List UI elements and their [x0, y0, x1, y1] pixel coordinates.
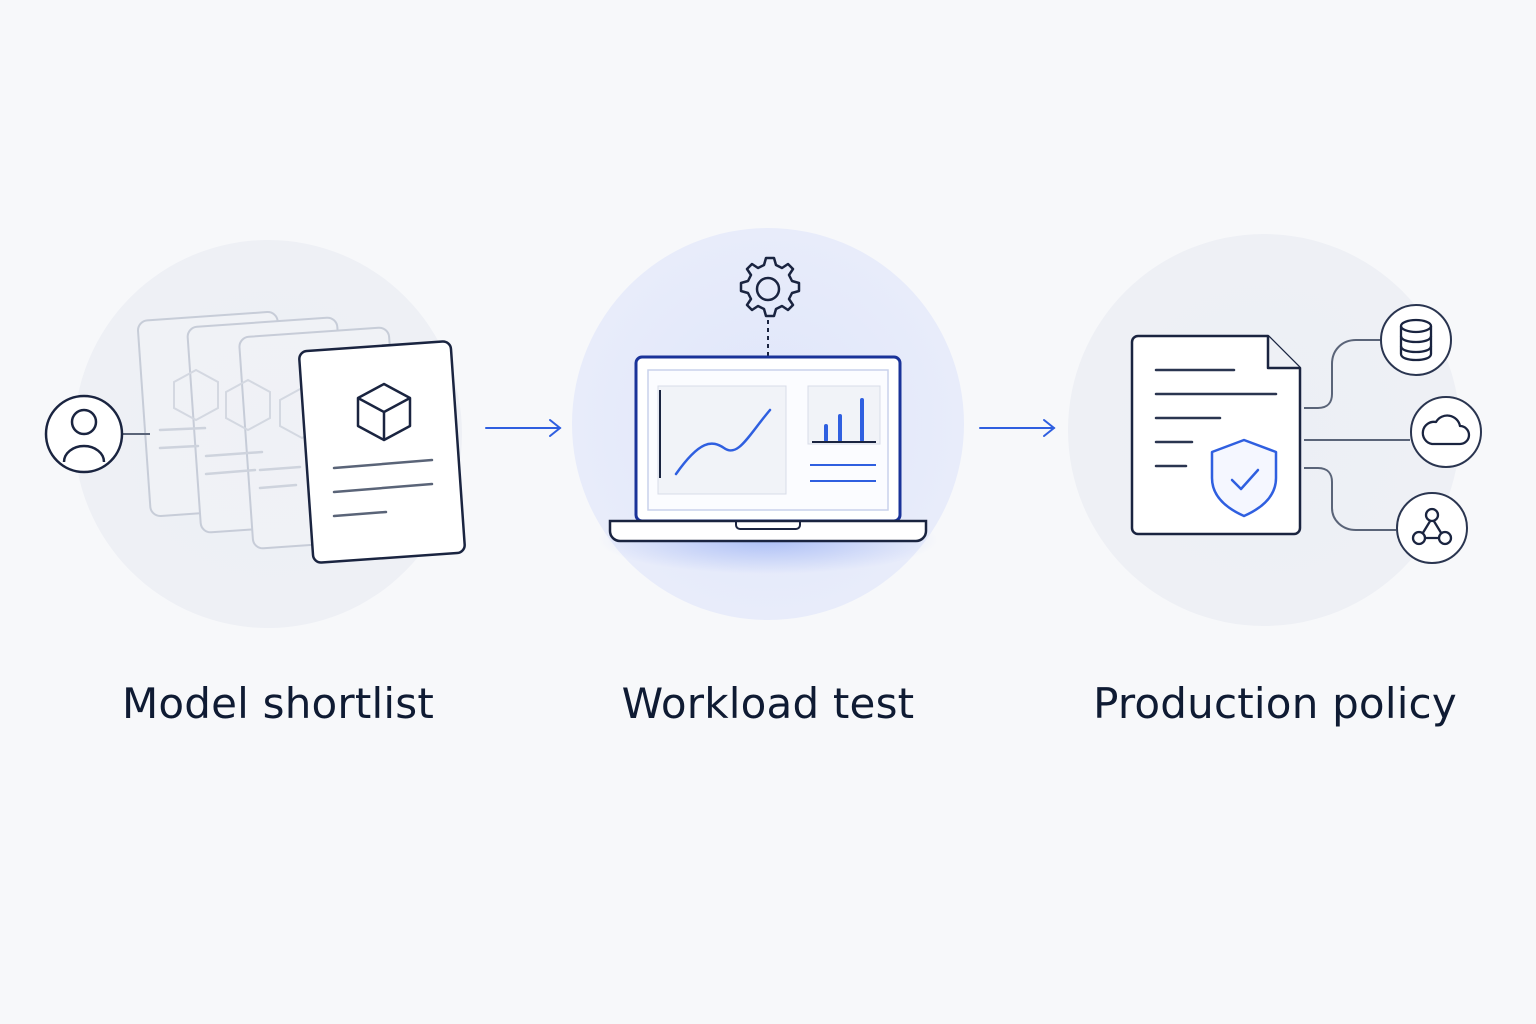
user-icon: [44, 394, 150, 474]
step-workload-test: [572, 228, 964, 620]
step-production-policy: [1068, 234, 1482, 626]
database-icon: [1380, 304, 1452, 376]
shield-check-icon: [1210, 438, 1278, 518]
model-card-front: [298, 340, 466, 564]
step-label-model-shortlist: Model shortlist: [121, 679, 435, 728]
cube-icon: [356, 382, 412, 442]
step-label-production-policy: Production policy: [1093, 679, 1457, 728]
step-label-workload-test: Workload test: [621, 679, 915, 728]
bar-chart-icon: [807, 385, 881, 482]
step-model-shortlist: [44, 240, 466, 628]
laptop-icon: [608, 355, 928, 543]
arrow-right-icon: [485, 419, 562, 437]
arrow-right-icon: [979, 419, 1056, 437]
network-icon: [1396, 492, 1468, 564]
line-chart-icon: [657, 385, 787, 495]
policy-document-icon: [1130, 334, 1302, 536]
gear-icon: [739, 256, 801, 318]
cloud-icon: [1410, 396, 1482, 468]
